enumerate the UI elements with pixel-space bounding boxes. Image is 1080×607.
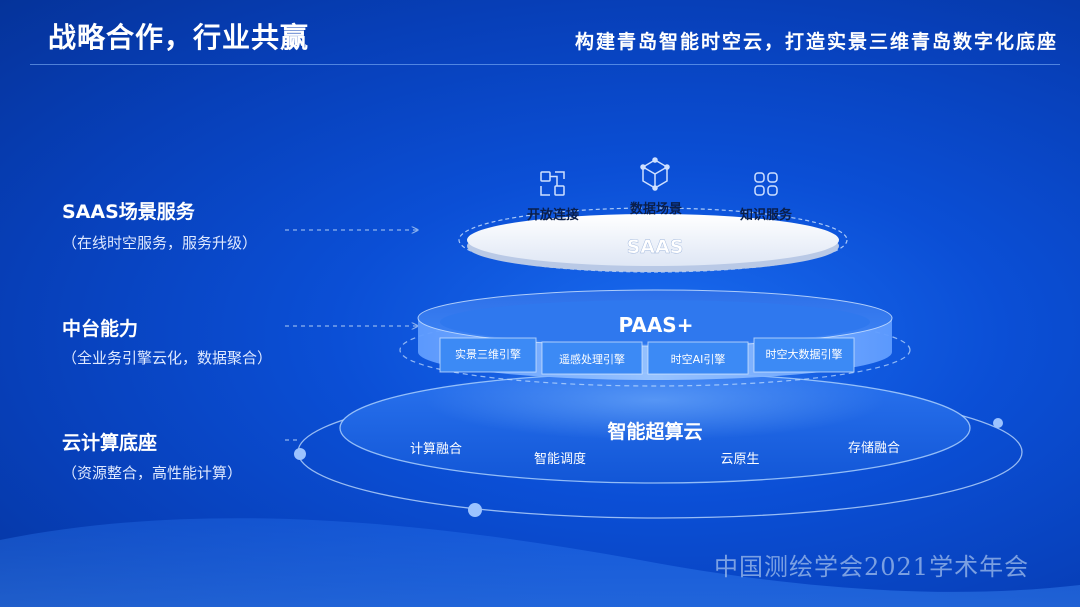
paas-engine-label-2: 遥感处理引擎	[559, 352, 625, 366]
cloud-item-label-4: 存储融合	[848, 441, 900, 456]
cloud-core-label: 智能超算云	[607, 420, 702, 443]
page-title: 战略合作，行业共赢	[48, 21, 310, 54]
cube-icon	[640, 157, 670, 191]
saas-layer-desc: （在线时空服务，服务升级）	[62, 234, 258, 252]
orbit-node-right	[993, 418, 1003, 428]
cloud-glow	[425, 360, 885, 440]
saas-orbit-dashed	[458, 207, 848, 273]
paas-core-label: PAAS+	[619, 313, 694, 337]
orbit-node-left	[294, 448, 306, 460]
paas-engine-label-3: 时空AI引擎	[671, 352, 726, 366]
paas-engine-tile-4	[753, 337, 855, 373]
saas-item-label-1: 开放连接	[527, 207, 579, 223]
paas-engine-tile-3	[647, 341, 749, 375]
page-subtitle: 构建青岛智能时空云，打造实景三维青岛数字化底座	[574, 31, 1058, 53]
paas-inner-top	[440, 300, 870, 344]
apps-icon	[754, 172, 778, 196]
saas-item-label-2: 数据场景	[630, 201, 682, 217]
paas-layer-desc: （全业务引擎云化，数据聚合）	[62, 349, 273, 367]
bottom-wave	[0, 518, 1080, 607]
conference-watermark: 中国测绘学会2021学术年会	[714, 553, 1030, 581]
header-divider	[30, 64, 1060, 65]
paas-engine-tile-1	[439, 337, 537, 373]
saas-item-label-3: 知识服务	[740, 207, 793, 223]
cloud-item-label-3: 云原生	[720, 452, 759, 467]
saas-layer-label: SAAS场景服务	[62, 201, 195, 223]
cloud-item-label-1: 计算融合	[410, 442, 462, 457]
cloud-item-label-2: 智能调度	[534, 451, 586, 467]
saas-core-label: SAAS	[627, 236, 684, 258]
paas-engine-tile-2	[541, 341, 643, 375]
saas-disc-top	[467, 214, 839, 266]
cloud-layer-desc: （资源整合，高性能计算）	[62, 464, 243, 482]
link-icon	[540, 171, 565, 196]
orbit-node-bottom	[468, 503, 482, 517]
paas-layer-label: 中台能力	[62, 318, 139, 340]
paas-engine-label-4: 时空大数据引擎	[766, 347, 843, 361]
cloud-layer-label: 云计算底座	[62, 432, 158, 454]
paas-engine-label-1: 实景三维引擎	[455, 347, 521, 361]
